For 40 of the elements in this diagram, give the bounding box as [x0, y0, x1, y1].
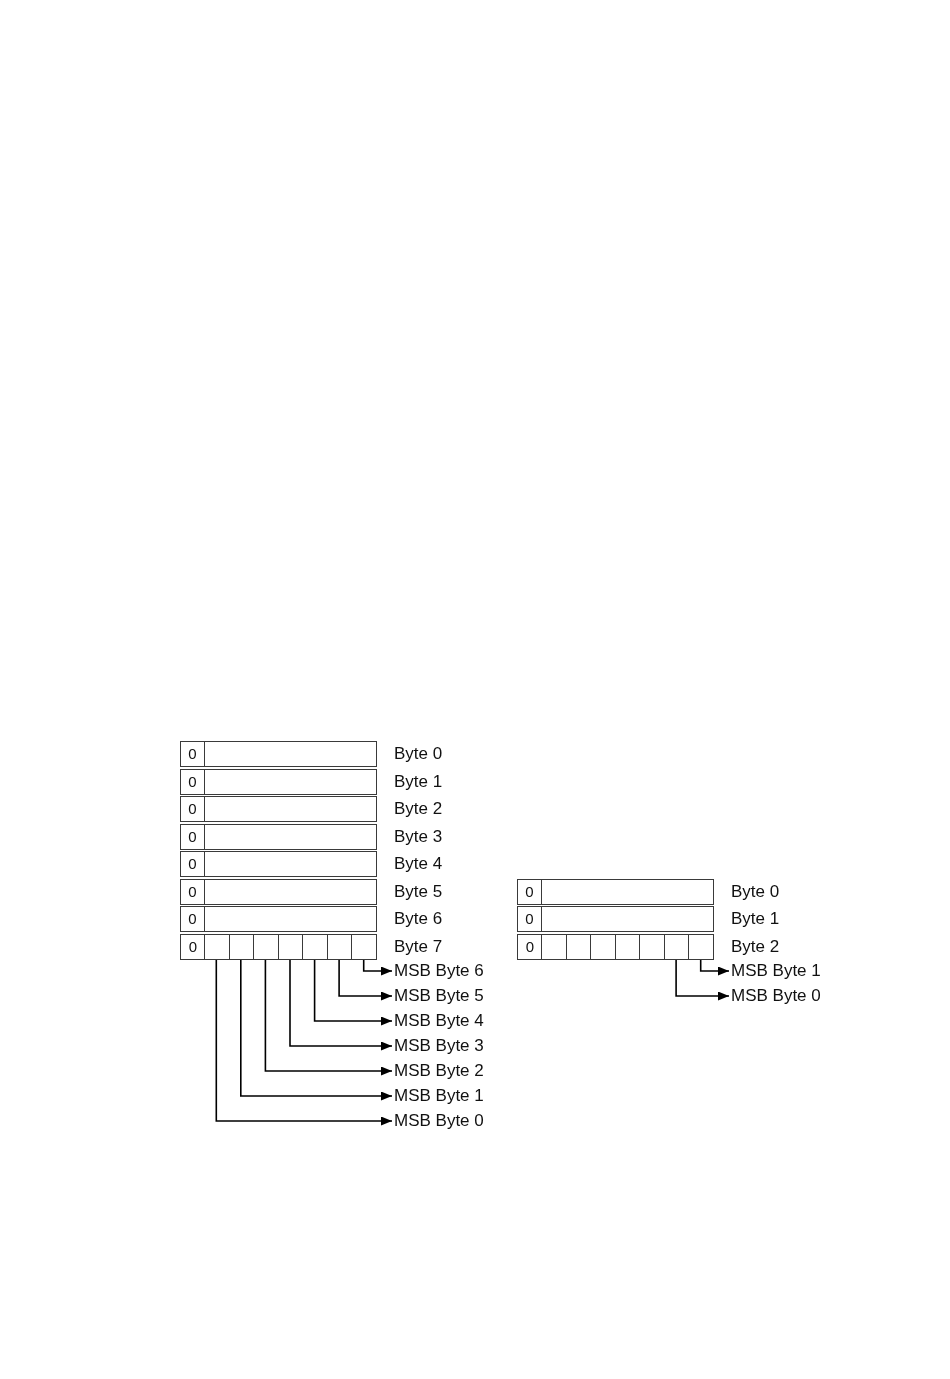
- bit-cell: 0: [181, 852, 205, 876]
- msb-label: MSB Byte 2: [392, 1061, 484, 1081]
- arrow: [675, 958, 730, 1001]
- row-label: Byte 5: [394, 880, 443, 903]
- bit-cell: 0: [518, 907, 542, 931]
- arrow: [264, 958, 393, 1076]
- row-label: Byte 6: [394, 908, 443, 930]
- row-label: Byte 1: [394, 770, 443, 793]
- bit-value: 0: [187, 936, 199, 957]
- bit-cell: 0: [181, 797, 205, 821]
- row-label: Byte 0: [394, 743, 443, 765]
- row-label: Byte 1: [731, 908, 780, 930]
- arrow: [215, 958, 393, 1126]
- bit-cell: 0: [181, 879, 205, 904]
- arrow: [289, 958, 393, 1051]
- msb-label: MSB Byte 3: [392, 1036, 484, 1056]
- msb-label: MSB Byte 1: [729, 961, 821, 981]
- bit-cell: 0: [181, 907, 205, 931]
- row-label: Byte 4: [394, 853, 443, 875]
- msb-label: MSB Byte 4: [392, 1011, 484, 1031]
- row-label: Byte 7: [394, 935, 443, 958]
- row-label: Byte 3: [394, 825, 443, 848]
- msb-label: MSB Byte 5: [392, 986, 484, 1006]
- msb-label: MSB Byte 1: [392, 1086, 484, 1106]
- bit-value: 0: [524, 936, 536, 957]
- arrow: [313, 958, 393, 1026]
- bit-cell: 0: [181, 742, 205, 766]
- bit-cell: 0: [181, 824, 205, 849]
- msb-label: MSB Byte 0: [392, 1111, 484, 1131]
- bit-cell: 0: [181, 769, 205, 794]
- row-label: Byte 0: [731, 880, 780, 903]
- arrow: [240, 958, 393, 1101]
- row-label: Byte 2: [394, 798, 443, 820]
- row-label: Byte 2: [731, 935, 780, 958]
- bit-cell: 0: [518, 879, 542, 904]
- arrow: [699, 958, 730, 976]
- arrow: [362, 958, 393, 976]
- msb-label: MSB Byte 0: [729, 986, 821, 1006]
- arrow: [338, 958, 393, 1001]
- msb-label: MSB Byte 6: [392, 961, 484, 981]
